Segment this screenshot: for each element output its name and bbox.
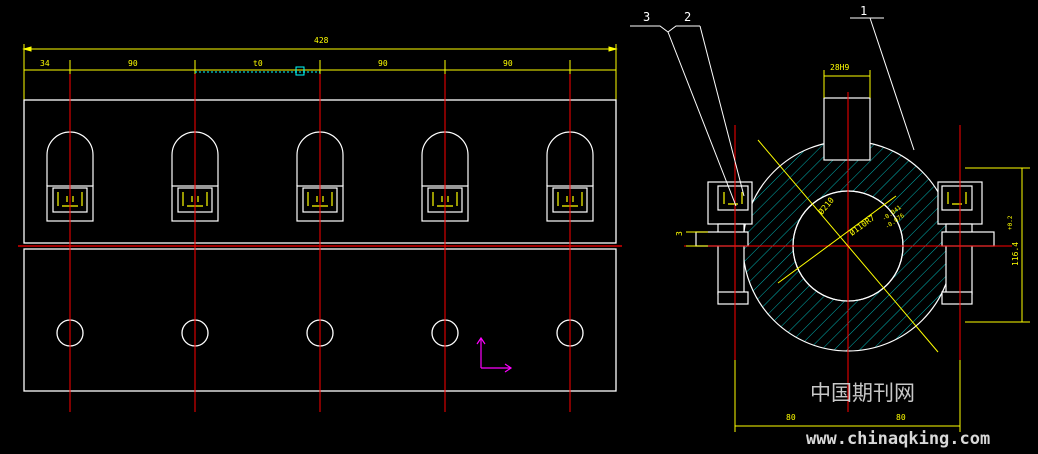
keyway — [823, 97, 871, 161]
part-label-1: 1 — [860, 4, 867, 18]
overall-dim-text: 428 — [314, 36, 329, 45]
side-view: 28H9 Ø210 Ø110R7 -0.041 -0.076 3 116.4 +… — [630, 4, 1030, 432]
overall-dimension — [22, 44, 618, 100]
height-tol: +0.2 — [1007, 215, 1014, 230]
pitch-dim-1: 34 — [40, 59, 50, 68]
right-bolt-pocket — [937, 181, 995, 305]
part-label-3: 3 — [643, 10, 650, 24]
height-dim: 116.4 — [1011, 242, 1020, 266]
pitch-dim-5: 90 — [503, 59, 513, 68]
ucs-axes-icon — [476, 336, 513, 373]
keyway-dim: 28H9 — [830, 63, 849, 72]
watermark-url: www.chinaqking.com — [806, 429, 990, 449]
half-width-left-dim: 80 — [786, 413, 796, 422]
front-centerlines — [69, 74, 571, 412]
pitch-dim-3: t0 — [253, 59, 263, 68]
left-bolt-pocket — [695, 181, 753, 305]
pitch-dim-2: 90 — [128, 59, 138, 68]
bore-dia-dim: Ø110R7 — [847, 212, 876, 237]
slit-dim: 3 — [675, 231, 684, 236]
watermark-cn: 中国期刊网 — [810, 381, 915, 405]
half-width-right-dim: 80 — [896, 413, 906, 422]
pitch-dim-4: 90 — [378, 59, 388, 68]
part-leaders — [630, 17, 915, 207]
front-view: 428 34 90 t0 90 90 — [18, 36, 622, 412]
side-dimensions — [686, 70, 1030, 432]
part-label-2: 2 — [684, 10, 691, 24]
